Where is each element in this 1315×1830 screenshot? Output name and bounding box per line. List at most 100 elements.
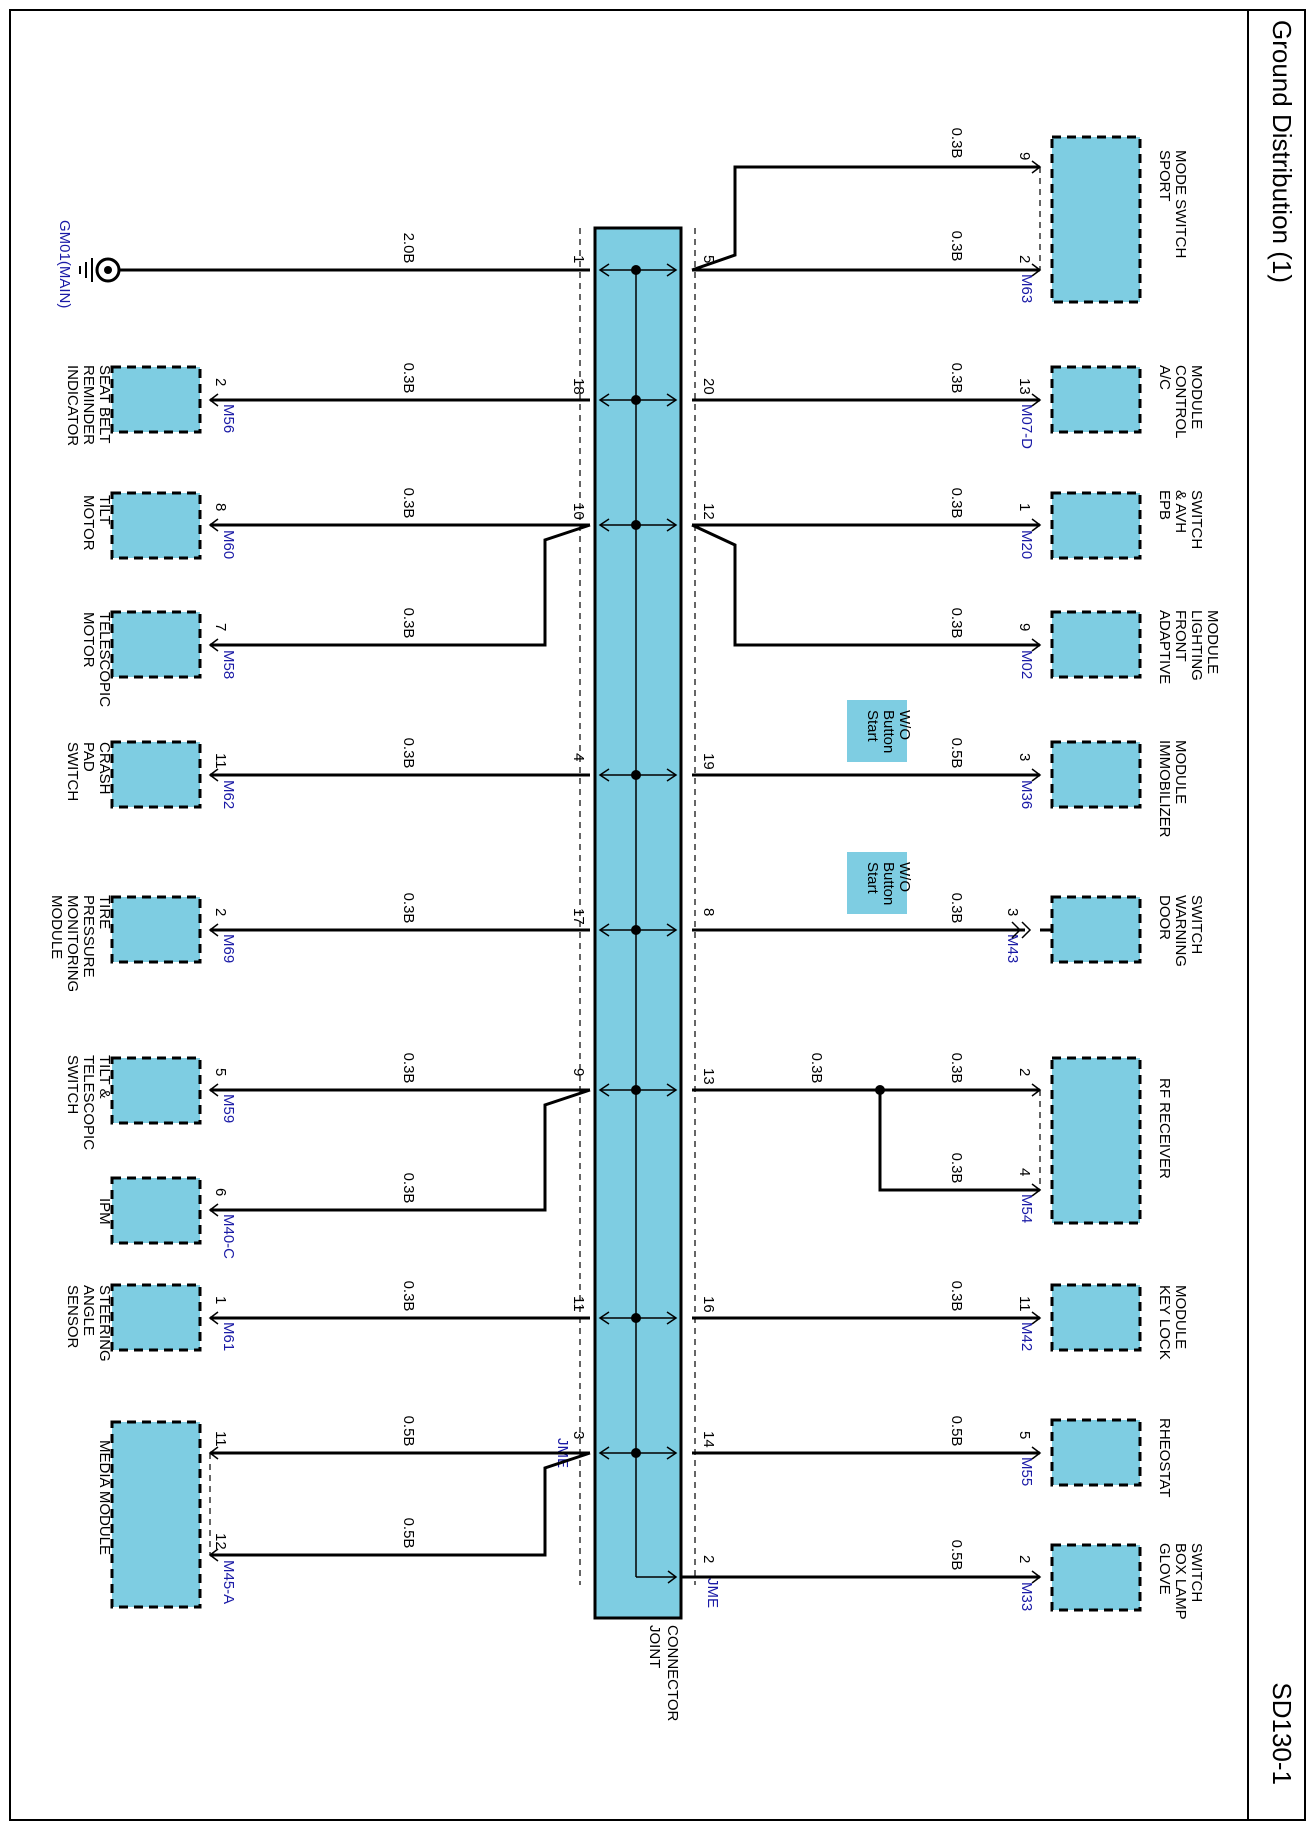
jpin-steer: 11 (570, 1296, 587, 1312)
wire-label-tilt: 0.3B (400, 488, 417, 519)
name-sport-1: SPORT (1156, 150, 1173, 201)
wire-label-seatbelt: 0.3B (400, 363, 417, 394)
conn-tele: M58 (220, 650, 237, 679)
joint-splices (208, 160, 1042, 1584)
component-terminal-chevron (208, 638, 219, 652)
conn-door: M43 (1004, 934, 1021, 963)
name-afls-3: LIGHTING (1188, 610, 1205, 681)
name-door-3: SWITCH (1188, 895, 1205, 954)
wire-label-glove: 0.5B (948, 1540, 965, 1571)
component-tilt-telescopic-switch (110, 1056, 202, 1125)
name-epb-1: EPB (1156, 490, 1173, 520)
conn-rheostat: M55 (1018, 1457, 1035, 1486)
conn-tts: M59 (220, 1094, 237, 1123)
component-terminal-chevron (1031, 263, 1042, 277)
component-terminal-chevron (1031, 1570, 1042, 1584)
ground-wire-label: 2.0B (400, 233, 417, 264)
page-frame (9, 9, 1306, 1821)
name-tts-1: TILT & (96, 1055, 113, 1099)
note-immo-1: W/O (896, 710, 913, 740)
wire-label-rf-3: 0.3B (808, 1053, 825, 1084)
name-tele-2: MOTOR (80, 612, 97, 668)
name-tts-3: SWITCH (64, 1055, 81, 1114)
component-terminal-chevron (1031, 1311, 1042, 1325)
joint-terminal-chevron (598, 768, 610, 782)
wire-label-keylock: 0.3B (948, 1281, 965, 1312)
pin-tpms: 2 (212, 908, 229, 916)
joint-label-1: JOINT (646, 1625, 663, 1668)
joint-splice-dot (631, 1448, 641, 1458)
joint-terminal-chevron (598, 1446, 610, 1460)
wire-label-media-2: 0.5B (400, 1518, 417, 1549)
wire-label-ac: 0.3B (948, 363, 965, 394)
ground-joint-pin: 1 (570, 255, 587, 263)
name-afls-1: ADAPTIVE (1156, 610, 1173, 684)
door-terminal-chevron (1021, 921, 1032, 939)
wire-label-steer: 0.3B (400, 1281, 417, 1312)
wire-label-tts: 0.3B (400, 1053, 417, 1084)
name-tilt-2: MOTOR (80, 495, 97, 551)
wire-label-rheostat: 0.5B (948, 1416, 965, 1447)
wire-label-sport-2: 0.3B (948, 231, 965, 262)
pin-sport-9: 9 (1016, 152, 1033, 160)
component-terminal-chevron (208, 1203, 219, 1217)
component-ac-control-module (1050, 365, 1142, 434)
conn-ipm: M40-C (220, 1214, 237, 1259)
pin-media-12: 12 (212, 1533, 229, 1550)
wire-label-crash: 0.3B (400, 738, 417, 769)
name-ac-2: CONTROL (1172, 365, 1189, 438)
note-door-1: W/O (896, 862, 913, 892)
jpin-rf: 13 (700, 1068, 717, 1085)
component-terminal-chevron (1031, 518, 1042, 532)
name-rf-1: RF RECEIVER (1156, 1078, 1173, 1179)
wire-tele (210, 523, 591, 647)
name-tilt-1: TILT (96, 495, 113, 525)
name-tpms-3: MONITORING (64, 895, 81, 992)
joint-terminal-chevron (666, 923, 678, 937)
component-adaptive-front-lighting (1050, 610, 1142, 679)
conn-media: M45-A (220, 1560, 237, 1604)
name-epb-3: SWITCH (1188, 490, 1205, 549)
joint-terminal-chevron (666, 768, 678, 782)
conn-keylock: M42 (1018, 1322, 1035, 1351)
pin-media-11: 11 (212, 1431, 229, 1447)
pin-afls: 9 (1016, 623, 1033, 631)
joint-connector-id-right: JME (704, 1578, 721, 1608)
joint-terminal-chevron (598, 518, 610, 532)
component-steering-angle-sensor (110, 1283, 202, 1352)
component-terminal-chevron (208, 1311, 219, 1325)
door-terminal-chevron (1011, 921, 1022, 939)
pin-tele: 7 (212, 623, 229, 631)
wire-ipm (210, 1088, 591, 1212)
name-keylock-1: KEY LOCK (1156, 1285, 1173, 1360)
joint-splice-dot (631, 395, 641, 405)
joint-connector-box (593, 226, 683, 1620)
component-terminal-chevron (1031, 768, 1042, 782)
wire-label-immo: 0.5B (948, 738, 965, 769)
jpin-media: 3 (570, 1431, 587, 1439)
pin-epb: 1 (1016, 503, 1033, 511)
page-title: Ground Distribution (1) (1267, 20, 1297, 283)
joint-splice-dot (631, 770, 641, 780)
wire-media-pin12 (210, 1451, 591, 1557)
conn-crash: M62 (220, 780, 237, 809)
component-terminal-chevron (208, 768, 219, 782)
component-immobilizer-module (1050, 740, 1142, 809)
pin-sport-2: 2 (1016, 255, 1033, 263)
joint-terminal-chevron (598, 393, 610, 407)
conn-immo: M36 (1018, 780, 1035, 809)
wire-sport-pin9 (691, 165, 1040, 272)
name-tts-2: TELESCOPIC (80, 1055, 97, 1150)
name-crash-2: PAD (80, 742, 97, 772)
pin-glove: 2 (1016, 1555, 1033, 1563)
conn-afls: M02 (1018, 650, 1035, 679)
component-terminal-chevron (1031, 1083, 1042, 1097)
name-immo-1: IMMOBILIZER (1156, 740, 1173, 838)
name-sport-2: MODE SWITCH (1172, 150, 1189, 258)
component-sport-mode-switch (1050, 135, 1142, 304)
name-tpms-2: PRESSURE (80, 895, 97, 978)
splice-rf (875, 1085, 885, 1095)
name-steer-1: STEERING (96, 1285, 113, 1362)
component-epb-switch (1050, 491, 1142, 560)
joint-splice-dot (631, 1313, 641, 1323)
